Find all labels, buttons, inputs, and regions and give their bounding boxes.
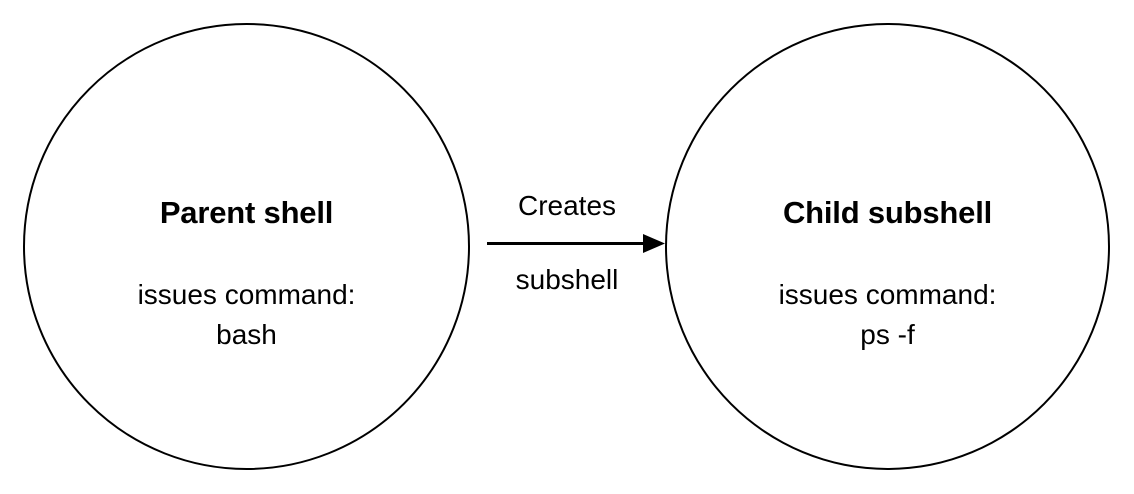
child-subshell-title: Child subshell [782, 195, 993, 230]
edge-label-creates: Creates [517, 190, 617, 221]
child-subshell-subtitle: issues command: [778, 279, 997, 310]
edge-label-subshell: subshell [515, 264, 619, 295]
child-subshell-circle[interactable]: Child subshell issues command: ps -f [665, 23, 1110, 470]
creates-arrow-icon [485, 228, 667, 260]
parent-shell-circle[interactable]: Parent shell issues command: bash [23, 23, 470, 470]
child-subshell-command: ps -f [860, 319, 915, 350]
parent-shell-subtitle: issues command: [137, 279, 356, 310]
parent-shell-title: Parent shell [159, 195, 334, 230]
parent-shell-command: bash [216, 319, 277, 350]
